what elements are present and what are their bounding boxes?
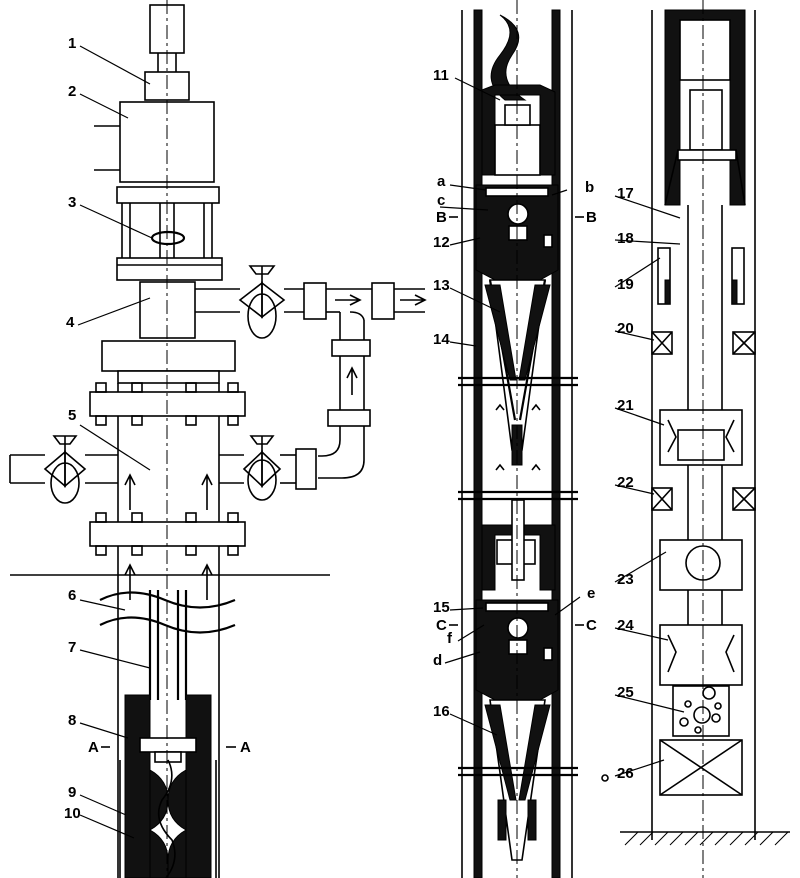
separator-assembly <box>458 0 578 878</box>
label-d: d <box>433 652 442 669</box>
part-labels: 1 2 3 4 5 6 7 8 9 10 11 12 13 14 15 16 1… <box>64 35 634 822</box>
label-8: 8 <box>68 712 76 729</box>
section-C-left: C <box>436 617 447 634</box>
label-24: 24 <box>617 617 634 634</box>
label-2: 2 <box>68 83 76 100</box>
label-21: 21 <box>617 397 634 414</box>
label-11: 11 <box>433 67 449 84</box>
label-15: 15 <box>433 599 450 616</box>
label-20: 20 <box>617 320 634 337</box>
label-7: 7 <box>68 639 76 656</box>
label-10: 10 <box>64 805 81 822</box>
bolt-row-lower <box>95 512 239 556</box>
label-4: 4 <box>66 314 75 331</box>
label-f: f <box>447 630 453 647</box>
label-a: a <box>437 173 446 190</box>
label-23: 23 <box>617 571 634 588</box>
label-14: 14 <box>433 331 450 348</box>
section-B-right: B <box>586 209 597 226</box>
label-16: 16 <box>433 703 450 720</box>
label-9: 9 <box>68 784 76 801</box>
section-A-right: A <box>240 739 251 756</box>
label-c: c <box>437 192 445 209</box>
label-e: e <box>587 585 595 602</box>
label-b: b <box>585 179 594 196</box>
section-A-left: A <box>88 739 99 756</box>
label-12: 12 <box>433 234 450 251</box>
label-19: 19 <box>617 276 634 293</box>
bolt-row-upper <box>95 382 239 426</box>
leader-lines <box>77 45 685 839</box>
label-25: 25 <box>617 684 634 701</box>
label-22: 22 <box>617 474 634 491</box>
section-B-left: B <box>436 209 447 226</box>
downhole-string <box>601 0 790 878</box>
label-1: 1 <box>68 35 76 52</box>
label-6: 6 <box>68 587 76 604</box>
label-17: 17 <box>617 185 634 202</box>
wellhead-assembly <box>9 0 427 878</box>
section-C-right: C <box>586 617 597 634</box>
label-3: 3 <box>68 194 76 211</box>
label-18: 18 <box>617 230 634 247</box>
label-13: 13 <box>433 277 450 294</box>
label-5: 5 <box>68 407 76 424</box>
label-26: 26 <box>617 765 634 782</box>
